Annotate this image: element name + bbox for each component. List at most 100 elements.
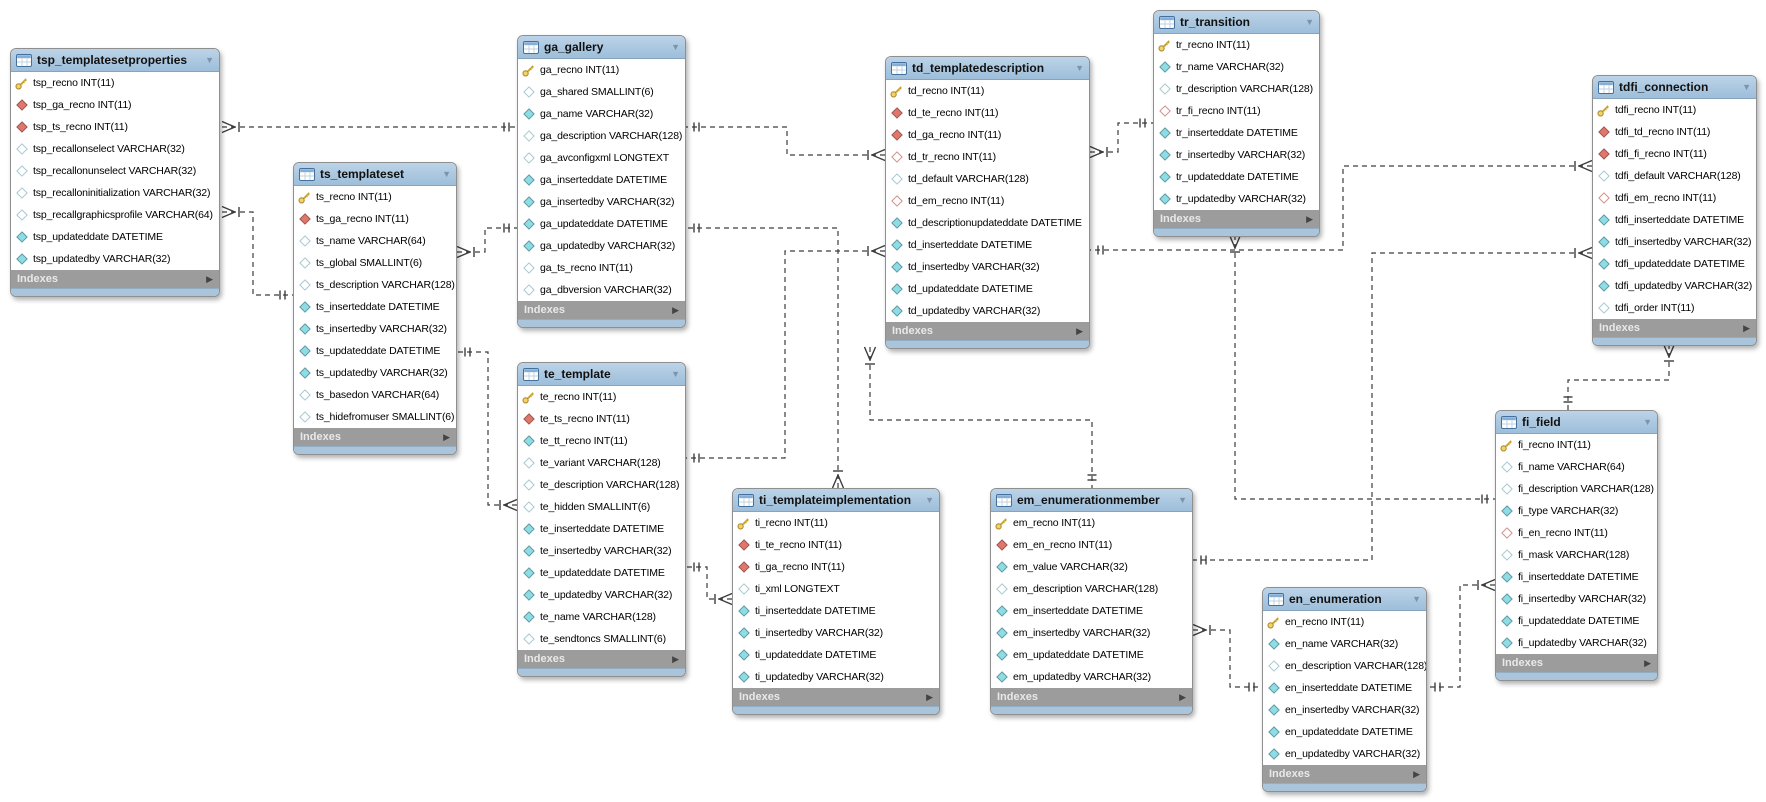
relationship-tsp_templatesetproperties-ts_templateset[interactable] <box>221 205 293 300</box>
column-row[interactable]: tr_description VARCHAR(128) <box>1154 78 1319 100</box>
relationship-ts_templateset-ga_gallery[interactable] <box>456 223 517 259</box>
column-row[interactable]: ga_ts_recno INT(11) <box>518 257 685 279</box>
column-row[interactable]: ga_insertedby VARCHAR(32) <box>518 191 685 213</box>
column-row[interactable]: tsp_recallonselect VARCHAR(32) <box>11 138 219 160</box>
table-tr_transition[interactable]: tr_transition ▼ tr_recno INT(11)tr_name … <box>1153 10 1320 237</box>
collapse-icon[interactable]: ▼ <box>1075 63 1084 73</box>
column-row[interactable]: fi_en_recno INT(11) <box>1496 522 1657 544</box>
column-row[interactable]: tdfi_updatedby VARCHAR(32) <box>1593 275 1756 297</box>
column-row[interactable]: ga_recno INT(11) <box>518 59 685 81</box>
column-row[interactable]: tdfi_em_recno INT(11) <box>1593 187 1756 209</box>
column-row[interactable]: ga_dbversion VARCHAR(32) <box>518 279 685 301</box>
relationship-tr_transition-fi_field[interactable] <box>1228 234 1496 504</box>
table-en_enumeration[interactable]: en_enumeration ▼ en_recno INT(11)en_name… <box>1262 587 1427 792</box>
column-row[interactable]: tdfi_fi_recno INT(11) <box>1593 143 1756 165</box>
relationship-td_templatedescription-te_template[interactable] <box>686 244 886 463</box>
collapse-icon[interactable]: ▼ <box>925 495 934 505</box>
column-row[interactable]: te_tt_recno INT(11) <box>518 430 685 452</box>
column-row[interactable]: tsp_recallgraphicsprofile VARCHAR(64) <box>11 204 219 226</box>
column-row[interactable]: ga_name VARCHAR(32) <box>518 103 685 125</box>
column-row[interactable]: ti_recno INT(11) <box>733 512 939 534</box>
indexes-bar[interactable]: Indexes ▶ <box>1154 210 1319 228</box>
column-row[interactable]: tdfi_updateddate DATETIME <box>1593 253 1756 275</box>
relationship-tdfi_connection-td_templatedescription[interactable] <box>1090 159 1593 255</box>
column-row[interactable]: te_hidden SMALLINT(6) <box>518 496 685 518</box>
column-row[interactable]: tr_updatedby VARCHAR(32) <box>1154 188 1319 210</box>
column-row[interactable]: tr_inserteddate DATETIME <box>1154 122 1319 144</box>
column-row[interactable]: ga_avconfigxml LONGTEXT <box>518 147 685 169</box>
column-row[interactable]: td_te_recno INT(11) <box>886 102 1089 124</box>
table-header[interactable]: tsp_templatesetproperties ▼ <box>11 49 219 72</box>
relationship-te_template-ts_templateset[interactable] <box>457 347 518 512</box>
collapse-icon[interactable]: ▼ <box>442 169 451 179</box>
column-row[interactable]: ts_recno INT(11) <box>294 186 456 208</box>
column-row[interactable]: td_default VARCHAR(128) <box>886 168 1089 190</box>
column-row[interactable]: te_updateddate DATETIME <box>518 562 685 584</box>
table-header[interactable]: te_template ▼ <box>518 363 685 386</box>
relationship-ti_templateimplementation-ga_gallery[interactable] <box>686 223 845 489</box>
column-row[interactable]: fi_inserteddate DATETIME <box>1496 566 1657 588</box>
column-row[interactable]: ti_updatedby VARCHAR(32) <box>733 666 939 688</box>
column-row[interactable]: em_recno INT(11) <box>991 512 1192 534</box>
column-row[interactable]: ts_insertedby VARCHAR(32) <box>294 318 456 340</box>
column-row[interactable]: ti_inserteddate DATETIME <box>733 600 939 622</box>
column-row[interactable]: fi_insertedby VARCHAR(32) <box>1496 588 1657 610</box>
column-row[interactable]: ga_inserteddate DATETIME <box>518 169 685 191</box>
column-row[interactable]: ts_hidefromuser SMALLINT(6) <box>294 406 456 428</box>
column-row[interactable]: td_recno INT(11) <box>886 80 1089 102</box>
column-row[interactable]: tr_insertedby VARCHAR(32) <box>1154 144 1319 166</box>
column-row[interactable]: ti_insertedby VARCHAR(32) <box>733 622 939 644</box>
column-row[interactable]: tsp_recalloninitialization VARCHAR(32) <box>11 182 219 204</box>
column-row[interactable]: td_inserteddate DATETIME <box>886 234 1089 256</box>
collapse-icon[interactable]: ▼ <box>1412 594 1421 604</box>
column-row[interactable]: tsp_updatedby VARCHAR(32) <box>11 248 219 270</box>
indexes-bar[interactable]: Indexes ▶ <box>1263 765 1426 783</box>
column-row[interactable]: ts_name VARCHAR(64) <box>294 230 456 252</box>
column-row[interactable]: en_insertedby VARCHAR(32) <box>1263 699 1426 721</box>
relationship-tdfi_connection-fi_field[interactable] <box>1563 343 1676 410</box>
column-row[interactable]: te_ts_recno INT(11) <box>518 408 685 430</box>
table-tdfi_connection[interactable]: tdfi_connection ▼ tdfi_recno INT(11) tdfi… <box>1592 75 1757 346</box>
column-row[interactable]: ga_updatedby VARCHAR(32) <box>518 235 685 257</box>
indexes-bar[interactable]: Indexes ▶ <box>294 428 456 446</box>
table-tsp_templatesetproperties[interactable]: tsp_templatesetproperties ▼ tsp_recno IN… <box>10 48 220 297</box>
column-row[interactable]: fi_updateddate DATETIME <box>1496 610 1657 632</box>
relationship-td_templatedescription-ga_gallery[interactable] <box>686 122 886 162</box>
table-header[interactable]: td_templatedescription ▼ <box>886 57 1089 80</box>
column-row[interactable]: en_inserteddate DATETIME <box>1263 677 1426 699</box>
column-row[interactable]: tdfi_recno INT(11) <box>1593 99 1756 121</box>
table-ga_gallery[interactable]: ga_gallery ▼ ga_recno INT(11)ga_shared S… <box>517 35 686 328</box>
column-row[interactable]: te_description VARCHAR(128) <box>518 474 685 496</box>
table-fi_field[interactable]: fi_field ▼ fi_recno INT(11)fi_name VARCH… <box>1495 410 1658 681</box>
column-row[interactable]: tr_fi_recno INT(11) <box>1154 100 1319 122</box>
column-row[interactable]: ga_updateddate DATETIME <box>518 213 685 235</box>
table-header[interactable]: em_enumerationmember ▼ <box>991 489 1192 512</box>
collapse-icon[interactable]: ▼ <box>1305 17 1314 27</box>
collapse-icon[interactable]: ▼ <box>1178 495 1187 505</box>
table-header[interactable]: ga_gallery ▼ <box>518 36 685 59</box>
column-row[interactable]: ti_te_recno INT(11) <box>733 534 939 556</box>
indexes-bar[interactable]: Indexes ▶ <box>991 688 1192 706</box>
indexes-bar[interactable]: Indexes ▶ <box>1593 319 1756 337</box>
column-row[interactable]: fi_mask VARCHAR(128) <box>1496 544 1657 566</box>
column-row[interactable]: tr_name VARCHAR(32) <box>1154 56 1319 78</box>
column-row[interactable]: tdfi_order INT(11) <box>1593 297 1756 319</box>
table-header[interactable]: tdfi_connection ▼ <box>1593 76 1756 99</box>
indexes-bar[interactable]: Indexes ▶ <box>886 322 1089 340</box>
indexes-bar[interactable]: Indexes ▶ <box>518 650 685 668</box>
column-row[interactable]: ti_xml LONGTEXT <box>733 578 939 600</box>
column-row[interactable]: tsp_recallonunselect VARCHAR(32) <box>11 160 219 182</box>
column-row[interactable]: ga_shared SMALLINT(6) <box>518 81 685 103</box>
table-header[interactable]: ti_templateimplementation ▼ <box>733 489 939 512</box>
column-row[interactable]: tsp_ts_recno INT(11) <box>11 116 219 138</box>
column-row[interactable]: tsp_ga_recno INT(11) <box>11 94 219 116</box>
relationship-td_templatedescription-em_enumerationmember[interactable] <box>863 346 1097 488</box>
column-row[interactable]: em_updatedby VARCHAR(32) <box>991 666 1192 688</box>
relationship-tsp_templatesetproperties-ga_gallery[interactable] <box>221 120 517 134</box>
table-header[interactable]: fi_field ▼ <box>1496 411 1657 434</box>
column-row[interactable]: en_recno INT(11) <box>1263 611 1426 633</box>
column-row[interactable]: en_updatedby VARCHAR(32) <box>1263 743 1426 765</box>
table-ti_templateimplementation[interactable]: ti_templateimplementation ▼ ti_recno INT… <box>732 488 940 715</box>
column-row[interactable]: em_inserteddate DATETIME <box>991 600 1192 622</box>
